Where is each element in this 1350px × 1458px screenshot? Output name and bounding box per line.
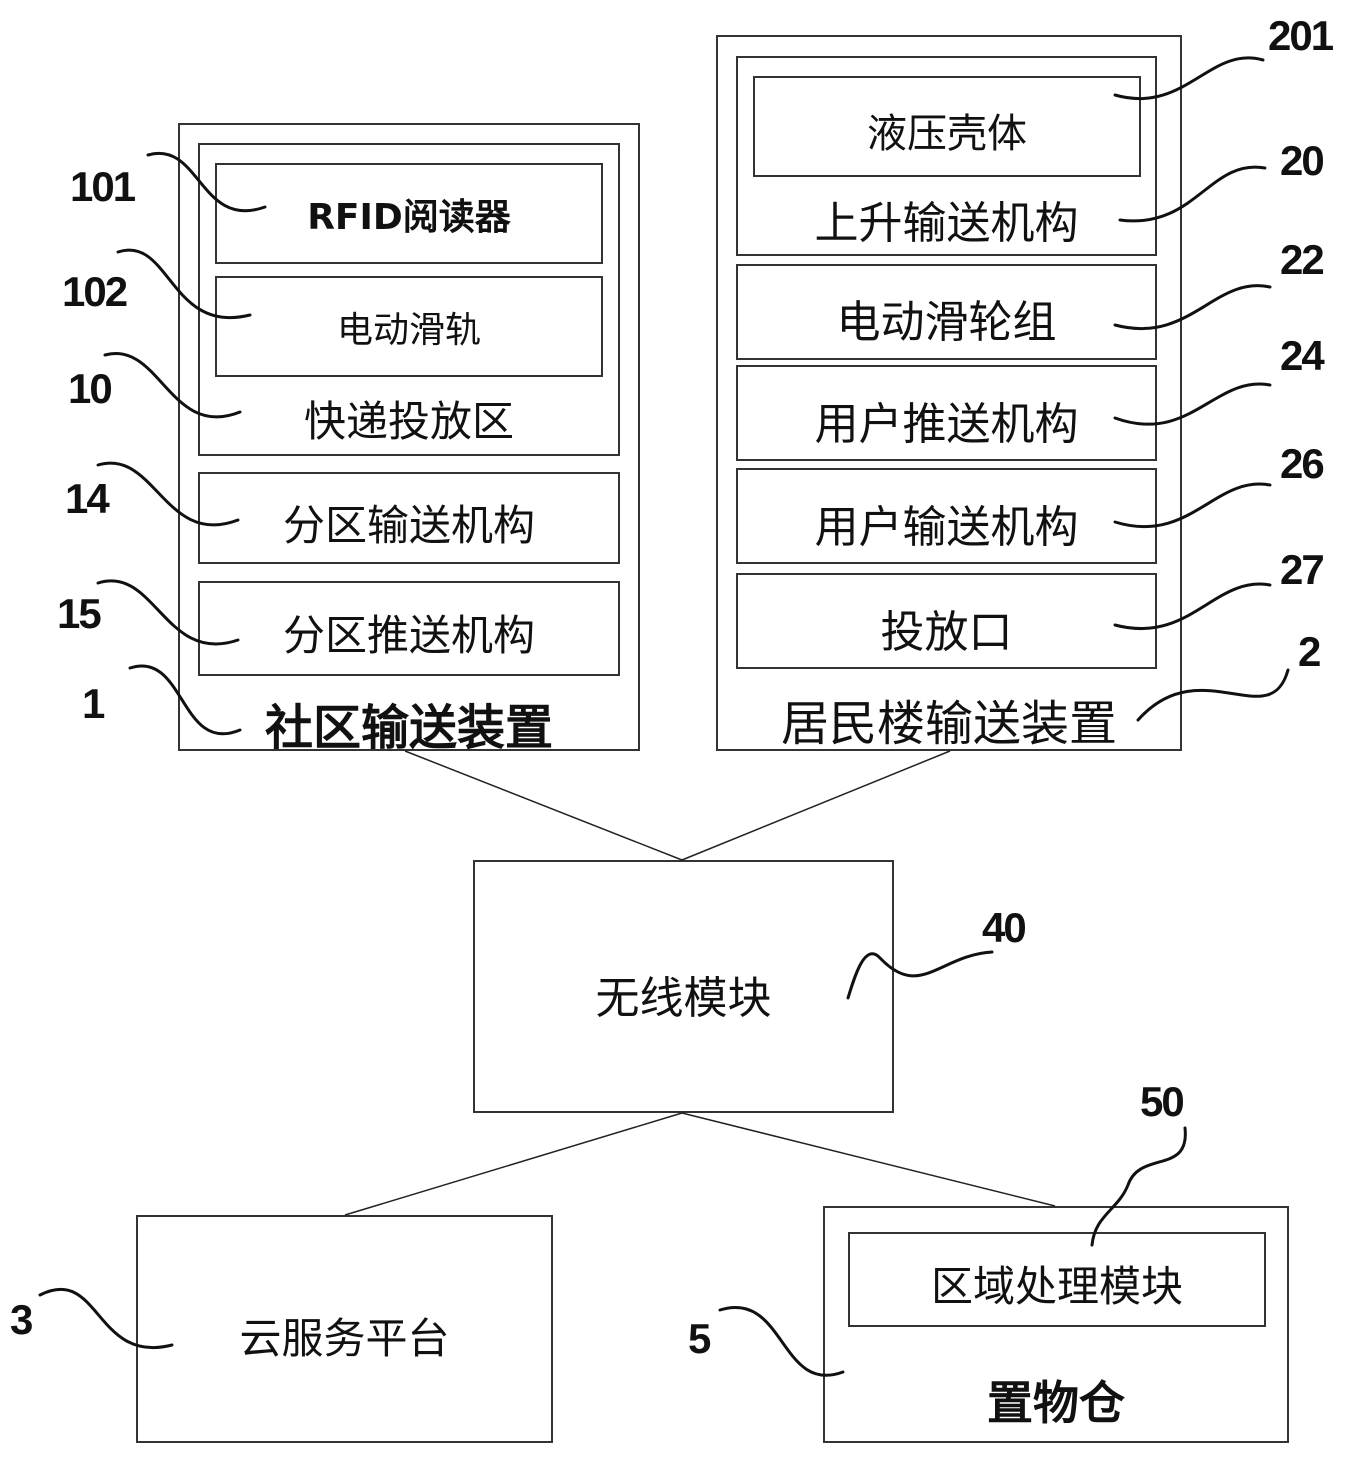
partition-conveyor-box (198, 472, 620, 564)
ref-27: 27 (1280, 546, 1325, 593)
leader-curves (38, 56, 1290, 1377)
hydraulic-housing-box (753, 76, 1141, 177)
ref-201: 201 (1268, 12, 1334, 59)
ref-10: 10 (68, 365, 113, 412)
ref-24: 24 (1280, 332, 1325, 379)
wireless-module-box (473, 860, 894, 1113)
link-wireless-cloud (344, 1112, 683, 1216)
ref-50: 50 (1140, 1078, 1185, 1125)
storage-bin-label: 置物仓 (987, 1376, 1125, 1430)
pulley-group-box (736, 264, 1157, 360)
user-conveyor-label: 用户输送机构 (814, 502, 1079, 553)
area-processor-label: 区域处理模块 (930, 1262, 1183, 1311)
partition-pusher-box (198, 581, 620, 676)
ref-15: 15 (57, 590, 102, 637)
ref-1: 1 (82, 680, 105, 727)
leader-101 (146, 151, 267, 213)
rfid-reader-box (215, 163, 603, 264)
leader-15 (96, 579, 240, 646)
pulley-group-label: 电动滑轮组 (836, 297, 1057, 348)
area-processor-box (848, 1232, 1266, 1327)
drop-port-box (736, 573, 1157, 669)
link-lines (344, 750, 1056, 1216)
leader-14 (96, 461, 240, 527)
leader-22 (1113, 284, 1272, 331)
ref-3: 3 (10, 1296, 33, 1343)
link-wireless-storage (681, 1112, 1056, 1207)
ref-102: 102 (62, 268, 128, 315)
ref-5: 5 (688, 1315, 711, 1362)
leader-24 (1113, 382, 1272, 426)
lift-conveyor-label: 上升输送机构 (814, 198, 1079, 249)
leader-27 (1113, 582, 1272, 631)
leader-50 (1090, 1126, 1187, 1247)
link-building-wireless (681, 750, 951, 861)
partition-conveyor-label: 分区输送机构 (282, 501, 535, 550)
leader-102 (116, 248, 252, 319)
building-device-label: 居民楼输送装置 (780, 696, 1117, 752)
leader-5 (718, 1306, 845, 1377)
link-community-wireless (404, 750, 683, 861)
rfid-reader-label: RFID阅读器 (307, 197, 511, 238)
leader-2 (1136, 668, 1290, 722)
user-pusher-label: 用户推送机构 (814, 399, 1079, 450)
community-device-label: 社区输送装置 (264, 700, 553, 756)
ref-26: 26 (1280, 440, 1325, 487)
delivery-zone-label: 快递投放区 (303, 397, 514, 446)
drop-port-label: 投放口 (880, 607, 1013, 658)
leader-1 (128, 664, 242, 736)
leader-201 (1113, 56, 1265, 101)
ref-101: 101 (70, 163, 136, 210)
ref-2: 2 (1298, 628, 1321, 675)
ref-20: 20 (1280, 137, 1325, 184)
user-pusher-box (736, 365, 1157, 461)
leader-3 (38, 1287, 174, 1349)
electric-rail-box (215, 276, 603, 377)
user-conveyor-box (736, 468, 1157, 564)
wireless-module-label: 无线模块 (595, 973, 772, 1024)
electric-rail-label: 电动滑轨 (336, 310, 481, 351)
ref-22: 22 (1280, 236, 1325, 283)
hydraulic-housing-label: 液压壳体 (867, 111, 1027, 157)
leader-20 (1118, 165, 1267, 223)
cloud-platform-label: 云服务平台 (239, 1314, 450, 1363)
leader-10 (103, 351, 242, 419)
ref-14: 14 (65, 475, 110, 522)
cloud-platform-box (136, 1215, 553, 1443)
ref-40: 40 (982, 904, 1027, 951)
leader-40 (846, 950, 994, 1000)
leader-26 (1113, 482, 1272, 529)
partition-pusher-label: 分区推送机构 (282, 611, 535, 660)
